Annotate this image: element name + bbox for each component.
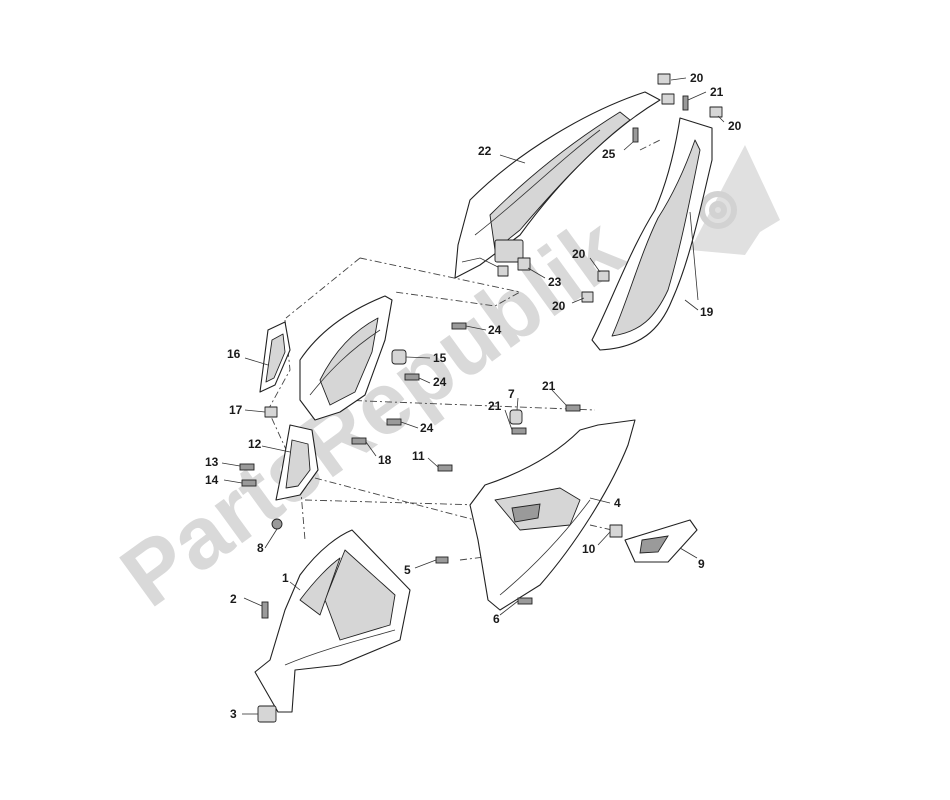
clips-top (497, 73, 723, 303)
callout-20: 20 (690, 71, 704, 85)
screw-24-b (404, 373, 420, 381)
screw-21-c (511, 427, 527, 435)
callout-18: 18 (378, 453, 392, 467)
callout-7: 7 (508, 387, 515, 401)
clip-17 (264, 406, 278, 418)
callout-17: 17 (229, 403, 243, 417)
grommet-15 (391, 349, 407, 365)
callout-22: 22 (478, 144, 492, 158)
callout-20: 20 (552, 299, 566, 313)
watermark-gear-hub (709, 201, 727, 219)
clip-20-a (657, 73, 671, 85)
screw-24-a (451, 322, 467, 330)
callout-21: 21 (542, 379, 556, 393)
clip-23-b (497, 265, 509, 277)
callout-25: 25 (602, 147, 616, 161)
callout-10: 10 (582, 542, 596, 556)
callout-16: 16 (227, 347, 241, 361)
part-1-front-lower-panel (254, 529, 411, 723)
callout-2: 2 (230, 592, 237, 606)
fasteners-middle (239, 322, 467, 530)
callout-23: 23 (548, 275, 562, 289)
callout-21: 21 (710, 85, 724, 99)
part-16-inner-panel (259, 295, 393, 421)
leader-lines (221, 77, 725, 715)
nut-3 (257, 705, 277, 723)
callout-19: 19 (700, 305, 714, 319)
part-19-side-cover-right (591, 117, 713, 351)
part-4-lower-side-cover (435, 404, 636, 611)
callout-20: 20 (728, 119, 742, 133)
screw-24-c (386, 418, 402, 426)
part-22-rear-cowl (454, 91, 661, 279)
callout-24: 24 (433, 375, 447, 389)
clip-10 (609, 524, 623, 538)
clip-20-d (597, 270, 610, 282)
callout-9: 9 (698, 557, 705, 571)
callout-24: 24 (488, 323, 502, 337)
callout-24: 24 (420, 421, 434, 435)
callout-13: 13 (205, 455, 219, 469)
clip-20-c (709, 106, 723, 118)
part-9-trim-piece (609, 519, 698, 563)
screw-21-b (565, 404, 581, 412)
callout-8: 8 (257, 541, 264, 555)
callout-20: 20 (572, 247, 586, 261)
callout-4: 4 (614, 496, 621, 510)
callout-6: 6 (493, 612, 500, 626)
callout-labels: 20 21 20 25 22 20 23 20 19 24 16 15 24 7… (205, 71, 742, 721)
watermark-gear-icon (699, 191, 737, 229)
callout-11: 11 (412, 449, 425, 463)
callout-5: 5 (404, 563, 411, 577)
callout-1: 1 (282, 571, 289, 585)
callout-12: 12 (248, 437, 262, 451)
nut-8 (271, 518, 283, 530)
callout-15: 15 (433, 351, 447, 365)
screw-6 (517, 597, 533, 605)
callout-14: 14 (205, 473, 219, 487)
screw-13 (239, 463, 255, 471)
part-12-front-inner (264, 406, 319, 501)
callout-3: 3 (230, 707, 237, 721)
callout-21: 21 (488, 399, 502, 413)
clip-23-a (517, 257, 531, 271)
grommet-7 (509, 409, 523, 425)
screw-21-top (682, 95, 689, 111)
screw-2 (261, 601, 269, 619)
screw-5 (435, 556, 449, 564)
screw-18 (351, 437, 367, 445)
screw-11 (437, 464, 453, 472)
clip-20-b (661, 93, 675, 105)
screw-14 (241, 479, 257, 487)
clip-20-e (581, 291, 594, 303)
screw-25 (632, 127, 639, 143)
